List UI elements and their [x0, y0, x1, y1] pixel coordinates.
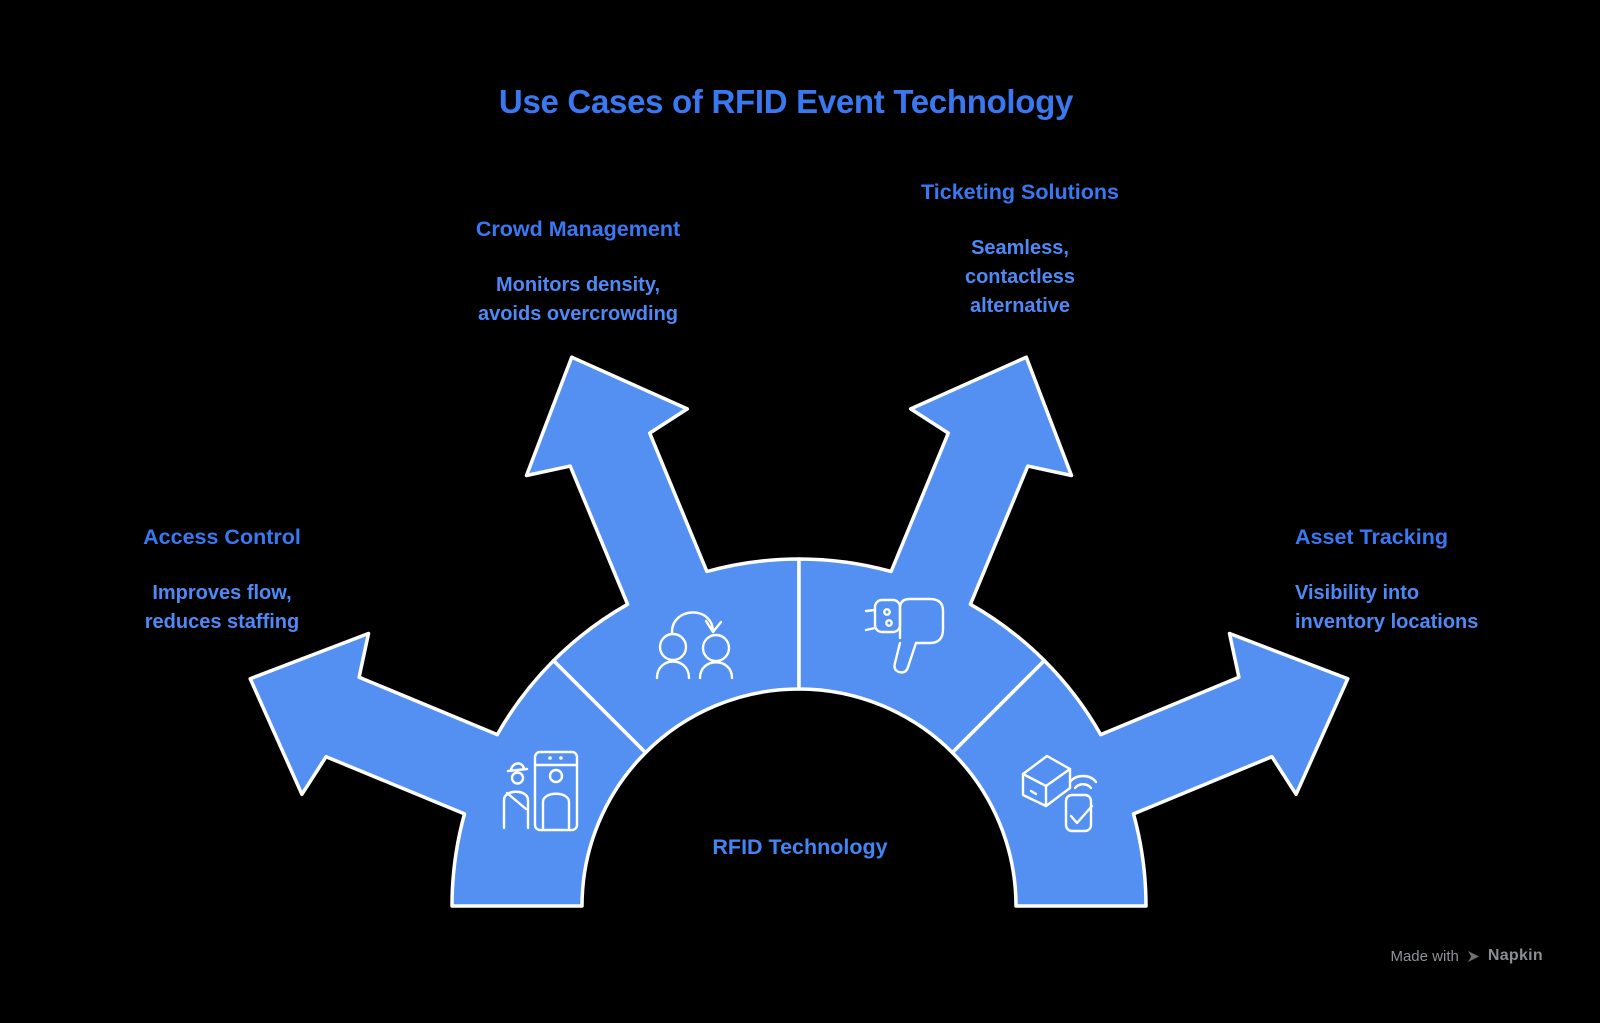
use-case-crowd-management: Crowd Management Monitors density, avoid… — [378, 216, 778, 329]
watermark: Made with Napkin — [1390, 947, 1543, 965]
access-control-heading: Access Control — [143, 525, 301, 549]
crowd-rotation-icon — [655, 611, 734, 680]
use-case-asset-tracking: Asset Tracking Visibility into inventory… — [1295, 524, 1595, 637]
watermark-brand: Napkin — [1487, 947, 1543, 964]
fan-segment-access-control — [248, 631, 648, 908]
wristband-hand-icon — [864, 597, 945, 674]
rfid-technology-label: RFID Technology — [712, 835, 888, 859]
fan-segments — [248, 355, 1350, 908]
use-case-access-control: Access Control Improves flow, reduces st… — [22, 524, 422, 637]
fan-segment-ticketing-solutions — [797, 355, 1074, 755]
asset-tracking-description: Visibility into inventory locations — [1295, 582, 1479, 633]
package-rfid-tag-icon — [1021, 754, 1098, 833]
watermark-made-with: Made with — [1390, 947, 1459, 965]
fan-segment-crowd-management — [524, 355, 801, 755]
access-control-description: Improves flow, reduces staffing — [144, 582, 300, 633]
napkin-logo-icon — [1467, 950, 1479, 962]
security-guard-gate-icon — [502, 750, 579, 832]
asset-tracking-heading: Asset Tracking — [1295, 525, 1448, 549]
ticketing-solutions-description: Seamless, contactless alternative — [964, 237, 1076, 317]
crowd-management-heading: Crowd Management — [475, 217, 681, 241]
ticketing-solutions-heading: Ticketing Solutions — [921, 180, 1119, 204]
fan-icons — [502, 597, 1098, 833]
use-case-ticketing-solutions: Ticketing Solutions Seamless, contactles… — [820, 179, 1220, 321]
crowd-management-description: Monitors density, avoids overcrowding — [477, 274, 679, 325]
diagram-title: Use Cases of RFID Event Technology — [498, 83, 1074, 120]
fan-segment-asset-tracking — [950, 631, 1350, 908]
